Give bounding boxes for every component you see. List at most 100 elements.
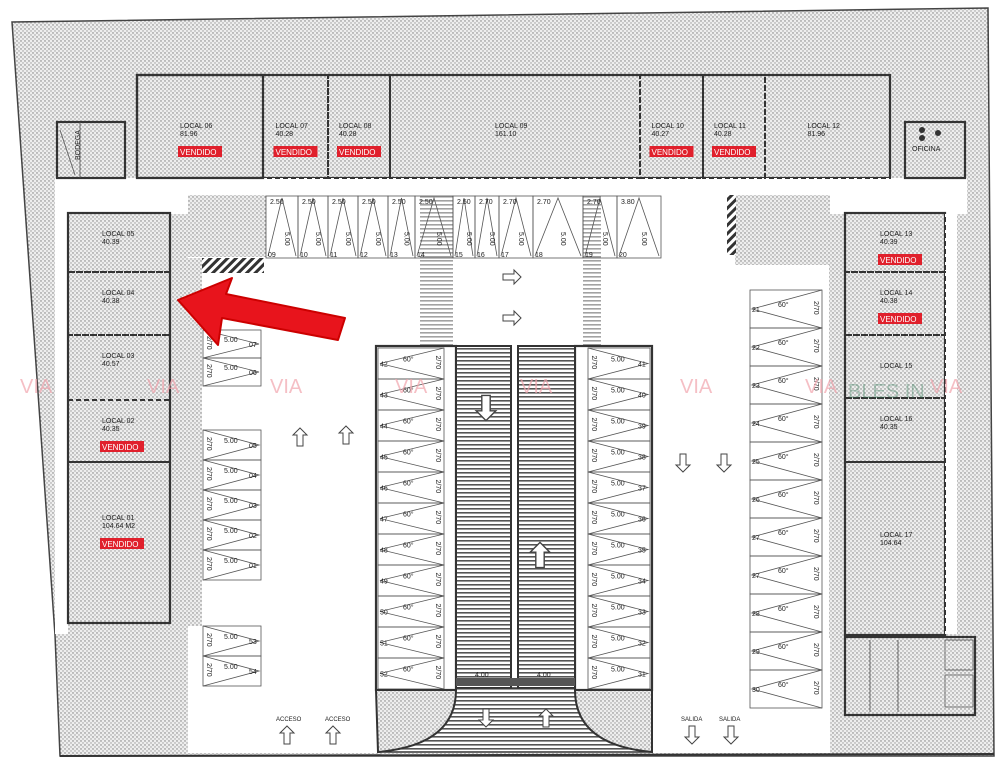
arrow-down-icon [674, 453, 692, 473]
svg-text:22: 22 [752, 345, 760, 352]
arrow-down-icon [477, 708, 495, 728]
svg-text:5.00: 5.00 [224, 664, 238, 671]
svg-text:2/70: 2/70 [812, 453, 819, 467]
arrow-right-icon [502, 309, 522, 327]
svg-text:2/70: 2/70 [205, 467, 212, 481]
local-area: 40.28 [276, 131, 294, 138]
svg-text:23: 23 [752, 383, 760, 390]
svg-text:2/70: 2/70 [812, 605, 819, 619]
sold-badge: VENDIDO [880, 315, 916, 324]
svg-text:2/70: 2/70 [205, 557, 212, 571]
crosswalk-2 [583, 195, 601, 345]
svg-text:2/70: 2/70 [590, 573, 597, 587]
svg-text:14: 14 [417, 252, 425, 259]
svg-text:2/70: 2/70 [590, 387, 597, 401]
svg-text:27: 27 [752, 535, 760, 542]
svg-text:5.00: 5.00 [224, 468, 238, 475]
svg-text:5.00: 5.00 [611, 512, 625, 519]
ramp-up-arrow-icon [528, 541, 552, 569]
svg-text:2.70: 2.70 [479, 199, 493, 206]
parking-stall-37: 375.002/70 [587, 471, 651, 504]
svg-text:2/70: 2/70 [434, 604, 441, 618]
arrow-up-icon [291, 427, 309, 447]
ramp-up [517, 345, 576, 689]
local-name: LOCAL 09 [495, 123, 528, 130]
svg-text:01: 01 [249, 563, 257, 570]
local-area: 81.96 [808, 131, 826, 138]
local-name: LOCAL 14 [880, 290, 913, 297]
svg-text:2/70: 2/70 [590, 511, 597, 525]
svg-text:5.00: 5.00 [374, 232, 381, 246]
local-name: LOCAL 16 [880, 416, 913, 423]
svg-text:07: 07 [249, 342, 257, 349]
local-area: 161.10 [495, 131, 517, 138]
exit-label-1: SALIDA [681, 717, 702, 723]
watermark: VIA VIA VIA VIA VIA VIA VIA VIA BLES IN [20, 376, 963, 403]
local-name: LOCAL 06 [180, 123, 213, 130]
svg-text:2/70: 2/70 [590, 666, 597, 680]
svg-text:27: 27 [752, 573, 760, 580]
entry-label-1: ACCESO [276, 717, 302, 723]
svg-text:60°: 60° [778, 681, 789, 689]
svg-text:2/70: 2/70 [434, 449, 441, 463]
svg-text:43: 43 [380, 393, 388, 400]
svg-text:60°: 60° [403, 666, 414, 674]
svg-text:60°: 60° [403, 387, 414, 395]
local-area: 40.38 [102, 298, 120, 305]
ramp-width-right: 4.00 [537, 672, 551, 679]
svg-text:52: 52 [380, 672, 388, 679]
svg-text:54: 54 [249, 669, 257, 676]
svg-text:5.00: 5.00 [224, 365, 238, 372]
svg-text:2/70: 2/70 [434, 387, 441, 401]
svg-text:60°: 60° [778, 339, 789, 347]
svg-text:2/70: 2/70 [205, 527, 212, 541]
svg-text:5.00: 5.00 [283, 232, 290, 246]
svg-text:VIA: VIA [930, 376, 963, 398]
svg-text:09: 09 [268, 252, 276, 259]
svg-text:VIA: VIA [680, 376, 713, 398]
pointer-arrow [177, 277, 346, 346]
svg-text:35: 35 [638, 548, 646, 555]
local-area: 104.64 [880, 540, 902, 547]
svg-text:44: 44 [380, 424, 388, 431]
svg-text:2.70: 2.70 [537, 199, 551, 206]
arrow-right-icon [502, 268, 522, 286]
svg-text:2/70: 2/70 [205, 336, 212, 350]
svg-text:2/70: 2/70 [205, 364, 212, 378]
svg-text:5.00: 5.00 [611, 543, 625, 550]
svg-text:2/70: 2/70 [590, 356, 597, 370]
svg-text:60°: 60° [778, 453, 789, 461]
svg-text:2/70: 2/70 [812, 643, 819, 657]
svg-text:25: 25 [752, 459, 760, 466]
arrow-down-icon [715, 453, 733, 473]
svg-text:60°: 60° [403, 542, 414, 550]
sold-badge: VENDIDO [339, 148, 375, 157]
svg-text:10: 10 [300, 252, 308, 259]
svg-text:2.50: 2.50 [362, 199, 376, 206]
entry-label-2: ACCESO [325, 717, 351, 723]
svg-text:26: 26 [752, 497, 760, 504]
svg-text:5.00: 5.00 [344, 232, 351, 246]
svg-text:60°: 60° [778, 491, 789, 499]
oficina-room: OFICINA [903, 120, 967, 180]
svg-text:5.00: 5.00 [314, 232, 321, 246]
exit-arrow-icon [722, 725, 740, 745]
svg-text:2/70: 2/70 [434, 511, 441, 525]
svg-text:53: 53 [249, 639, 257, 646]
svg-text:20: 20 [619, 252, 627, 259]
sold-badge: VENDIDO [276, 148, 312, 157]
svg-text:60°: 60° [403, 418, 414, 426]
svg-text:2/70: 2/70 [434, 666, 441, 680]
